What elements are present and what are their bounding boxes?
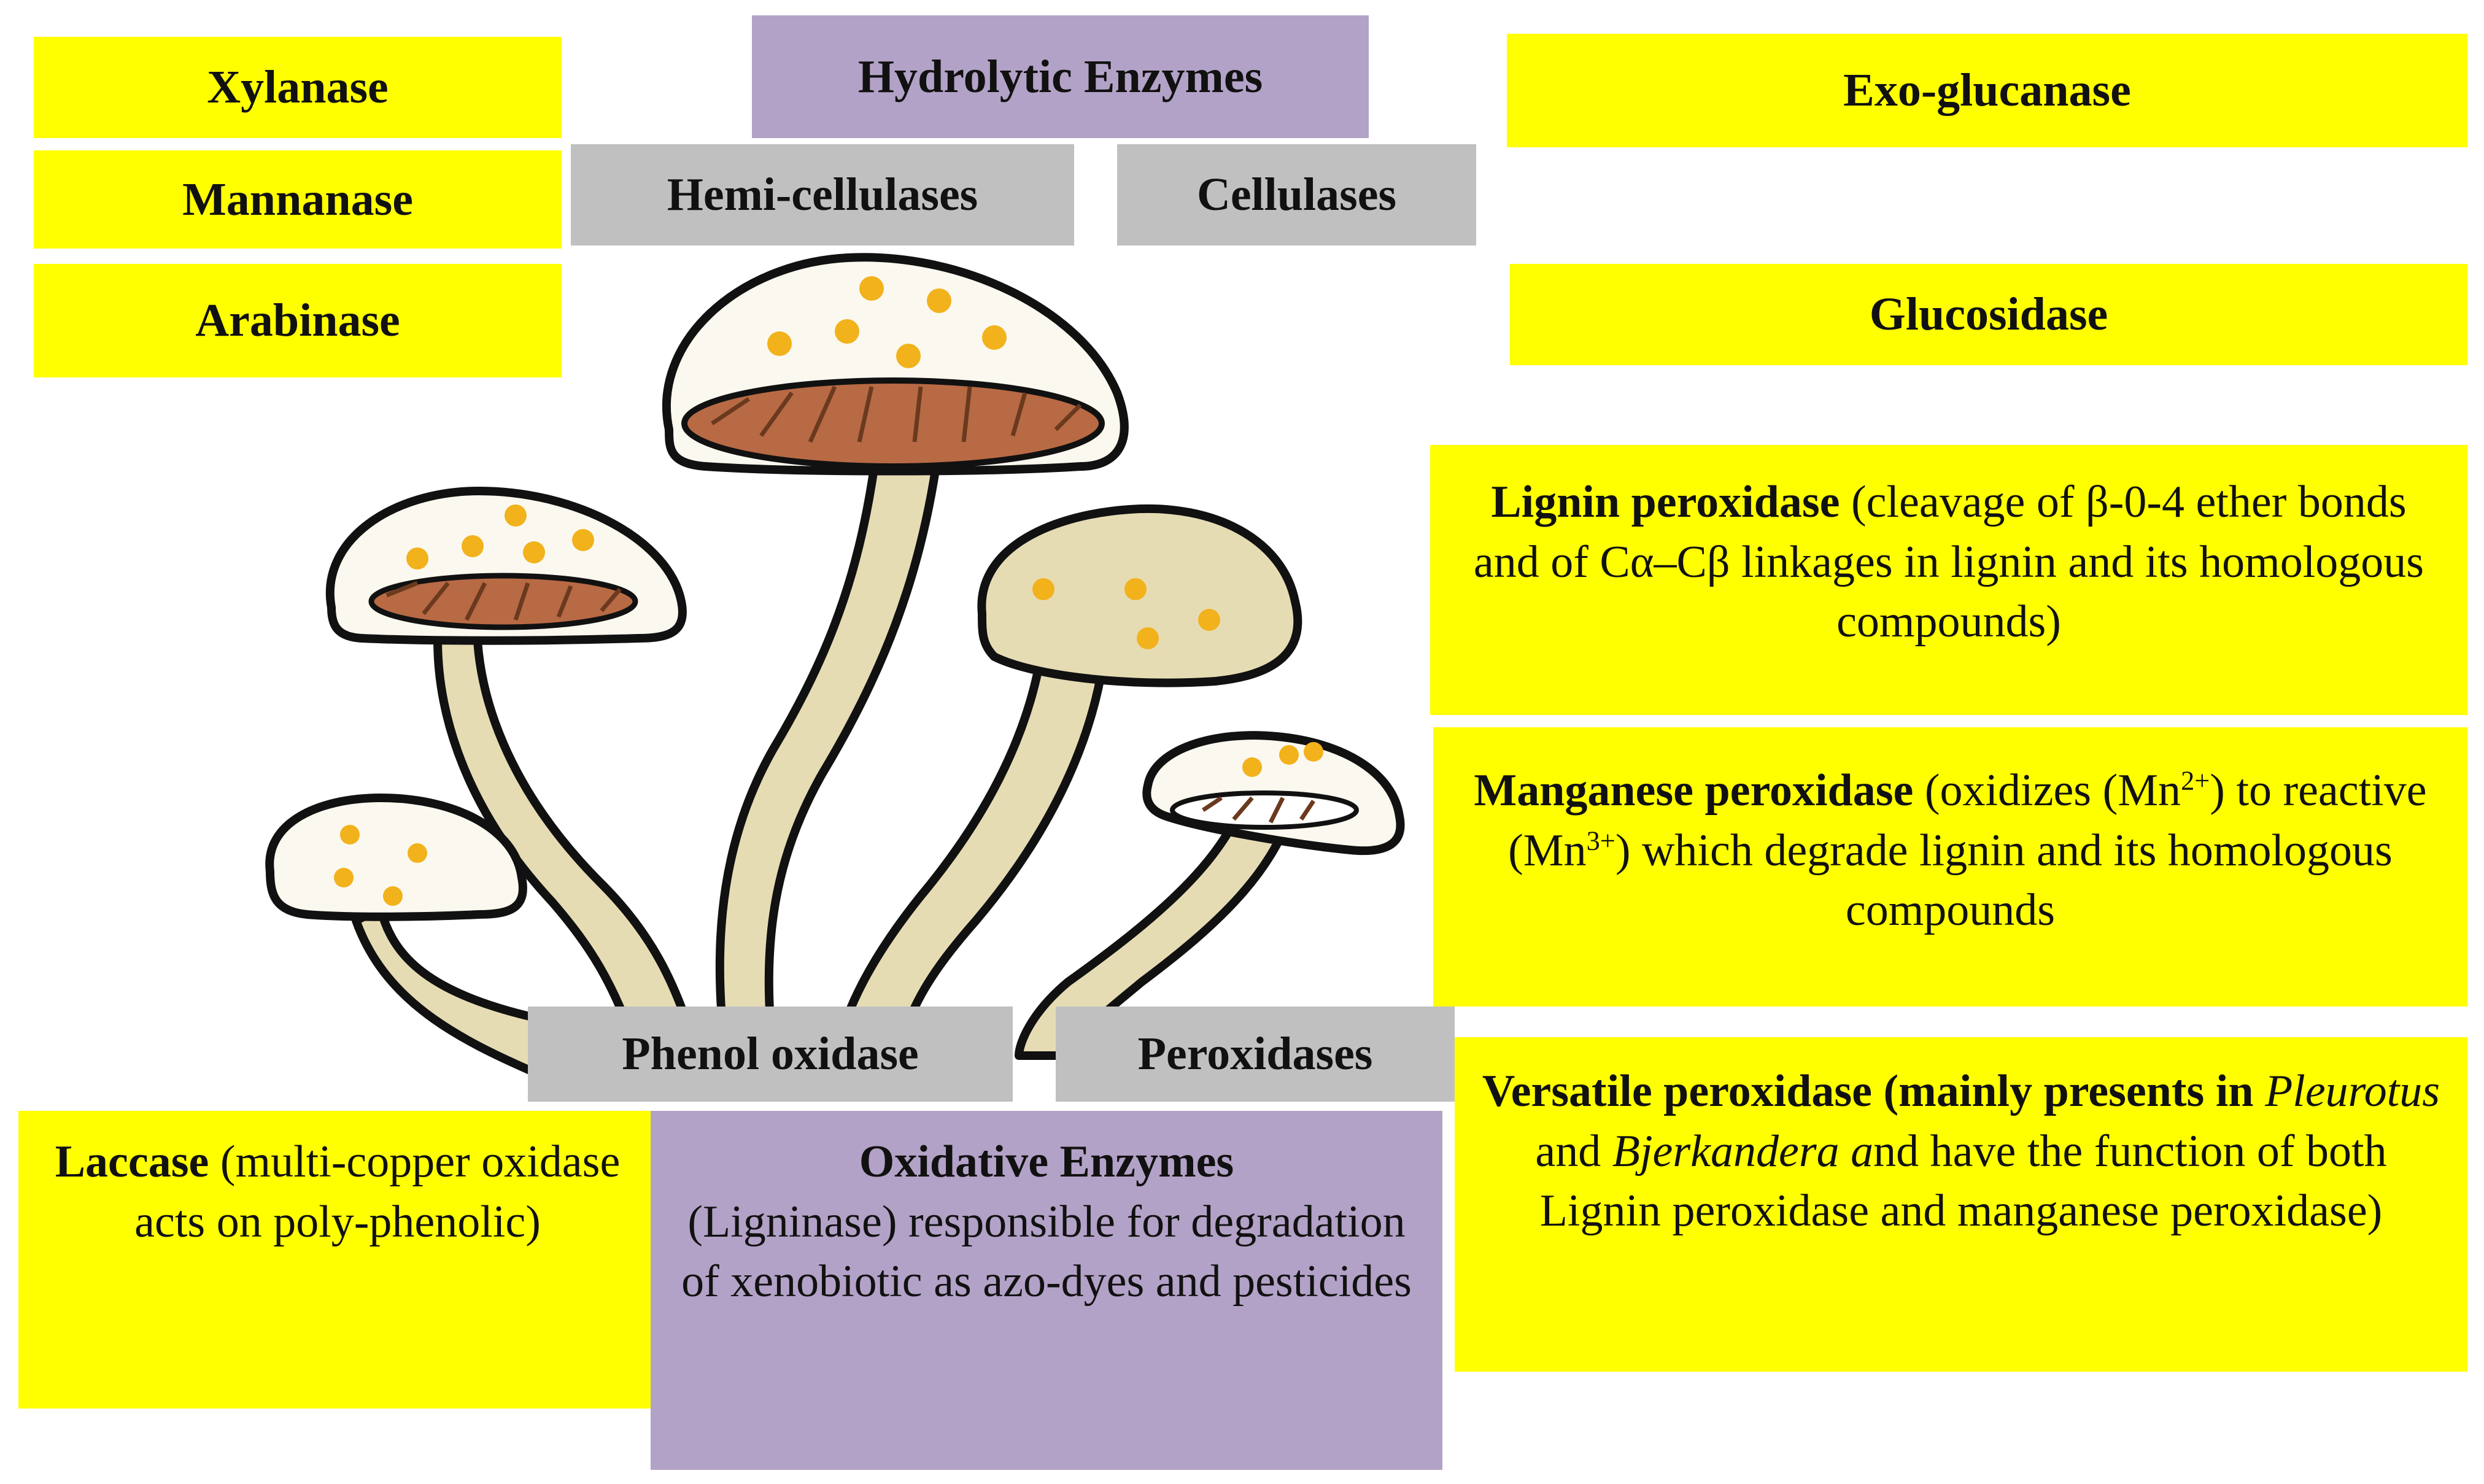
versatile-peroxidase-name: Versatile peroxidase (mainly presents in [1482, 1066, 2254, 1116]
versatile-peroxidase-text: Versatile peroxidase (mainly presents in… [1479, 1062, 2443, 1242]
gills-small-right [1170, 790, 1359, 830]
mannanase-label: Mannanase [182, 173, 413, 225]
peroxidases-text: Peroxidases [1137, 1028, 1373, 1080]
lignin-peroxidase-text: Lignin peroxidase (cleavage of β-0-4 eth… [1455, 473, 2443, 652]
xylanase-box: Xylanase [34, 37, 562, 138]
exo-glucanase-box: Exo-glucanase [1507, 34, 2467, 147]
hemi-cellulases-label: Hemi-cellulases [571, 144, 1074, 245]
arabinase-box: Arabinase [34, 264, 562, 377]
cellulases-text: Cellulases [1196, 169, 1397, 221]
cellulases-label: Cellulases [1117, 144, 1476, 245]
lignin-peroxidase-box: Lignin peroxidase (cleavage of β-0-4 eth… [1430, 445, 2467, 715]
lignin-peroxidase-name: Lignin peroxidase [1491, 477, 1840, 527]
hydrolytic-enzymes-label: Hydrolytic Enzymes [857, 50, 1263, 102]
laccase-box: Laccase (multi-copper oxidase acts on po… [18, 1111, 657, 1409]
hemi-cellulases-text: Hemi-cellulases [667, 169, 978, 221]
versatile-peroxidase-desc: nd have the function of both Lignin pero… [1539, 1126, 2387, 1237]
oxidative-enzymes-desc: (Ligninase) responsible for degradation … [681, 1196, 1412, 1307]
mn-charge-2: 2+ [2181, 765, 2210, 796]
manganese-peroxidase-text: Manganese peroxidase (oxidizes (Mn2+) to… [1458, 761, 2443, 941]
manganese-peroxidase-desc-1: (oxidizes (Mn [1924, 765, 2181, 816]
arabinase-label: Arabinase [195, 295, 400, 347]
oxidative-enzymes-box: Oxidative Enzymes (Ligninase) responsibl… [651, 1111, 1442, 1470]
mn-charge-3: 3+ [1586, 825, 1615, 856]
glucosidase-box: Glucosidase [1510, 264, 2467, 365]
phenol-oxidase-label: Phenol oxidase [528, 1007, 1013, 1102]
laccase-text: Laccase (multi-copper oxidase acts on po… [43, 1132, 632, 1252]
hydrolytic-enzymes-title: Hydrolytic Enzymes [752, 15, 1369, 138]
laccase-desc: (multi-copper oxidase acts on poly-pheno… [134, 1137, 621, 1247]
glucosidase-label: Glucosidase [1869, 288, 2108, 341]
manganese-peroxidase-desc-3: ) which degrade lignin and its homologou… [1615, 825, 2393, 936]
mannanase-box: Mannanase [34, 150, 562, 249]
manganese-peroxidase-desc-2: ) to reactive (Mn [1508, 765, 2427, 876]
versatile-peroxidase-box: Versatile peroxidase (mainly presents in… [1455, 1037, 2467, 1372]
oxidative-enzymes-text: Oxidative Enzymes (Ligninase) responsibl… [675, 1132, 1418, 1312]
genus-bjerkandera: Bjerkandera a [1612, 1126, 1874, 1177]
phenol-oxidase-text: Phenol oxidase [622, 1028, 919, 1080]
oxidative-enzymes-title: Oxidative Enzymes [859, 1137, 1234, 1187]
gills-tall-center [681, 377, 1105, 470]
laccase-name: Laccase [55, 1137, 209, 1187]
exo-glucanase-label: Exo-glucanase [1843, 64, 2131, 117]
manganese-peroxidase-name: Manganese peroxidase [1474, 765, 1914, 816]
xylanase-label: Xylanase [207, 61, 389, 114]
cap-small-left [265, 794, 527, 921]
conjunction-and: and [1535, 1126, 1601, 1177]
peroxidases-label: Peroxidases [1056, 1007, 1455, 1102]
genus-pleurotus: Pleurotus [2265, 1066, 2440, 1116]
lignin-peroxidase-desc: (cleavage of β-0-4 ether bonds and of Cα… [1473, 477, 2424, 647]
manganese-peroxidase-box: Manganese peroxidase (oxidizes (Mn2+) to… [1433, 727, 2467, 1007]
